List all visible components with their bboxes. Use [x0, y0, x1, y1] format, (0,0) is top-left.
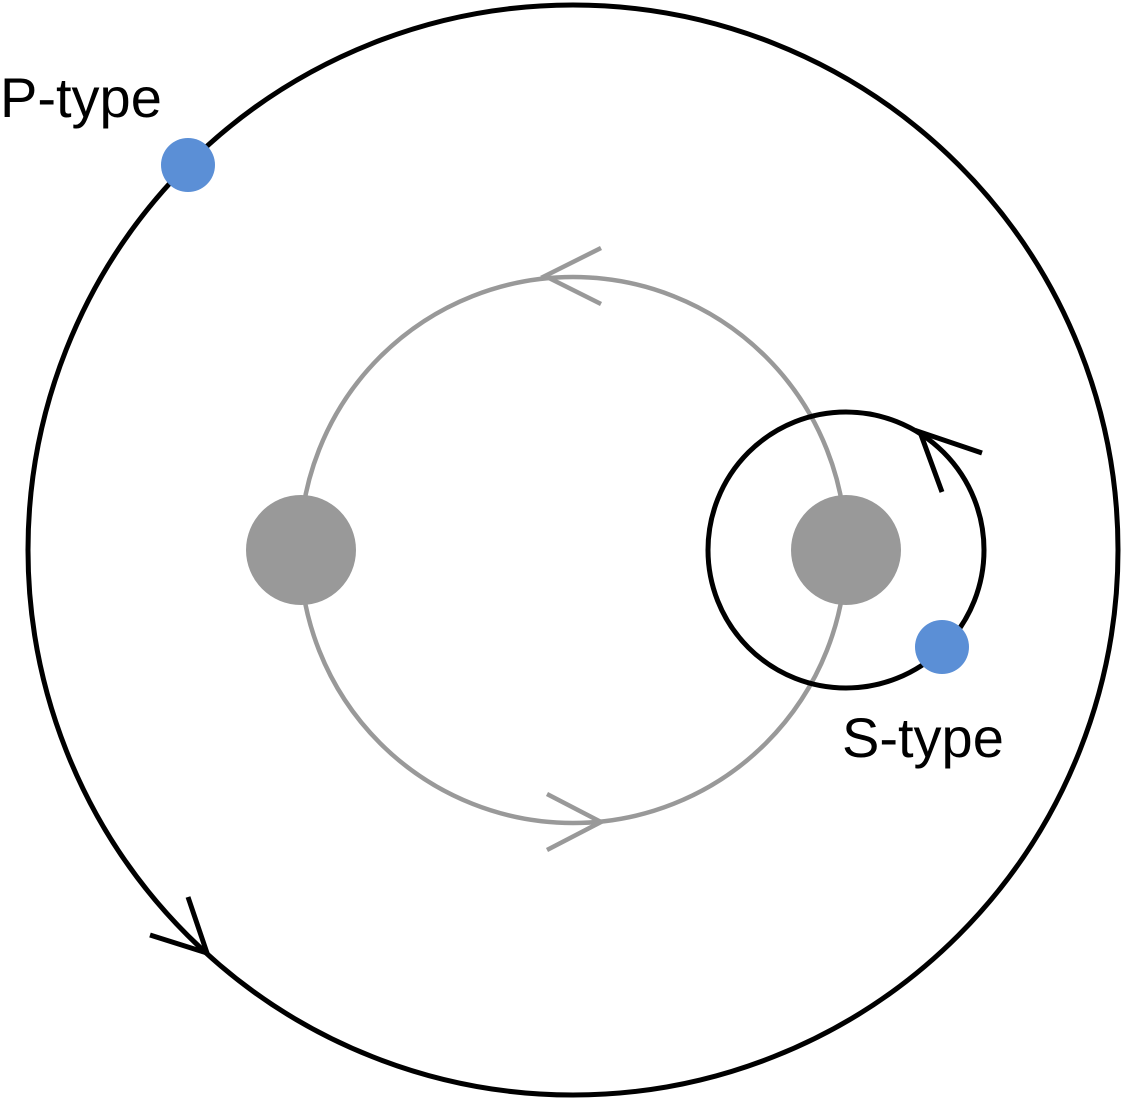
arrow-binary-bottom-icon: [545, 792, 606, 852]
star-left: [246, 495, 356, 605]
s-type-orbit: [705, 409, 987, 691]
star-right: [791, 495, 901, 605]
arrow-s-type-orbit-icon: [915, 427, 983, 493]
arrow-outer-orbit-icon: [149, 896, 211, 957]
p-type-orbit: [25, 2, 1121, 1098]
planet-s-type: [915, 620, 969, 674]
s-type-label: S-type: [842, 706, 1004, 769]
p-type-label: P-type: [0, 66, 162, 129]
binary-orbit: [297, 274, 849, 826]
arrow-binary-top-icon: [539, 245, 603, 307]
planet-p-type: [161, 138, 215, 192]
